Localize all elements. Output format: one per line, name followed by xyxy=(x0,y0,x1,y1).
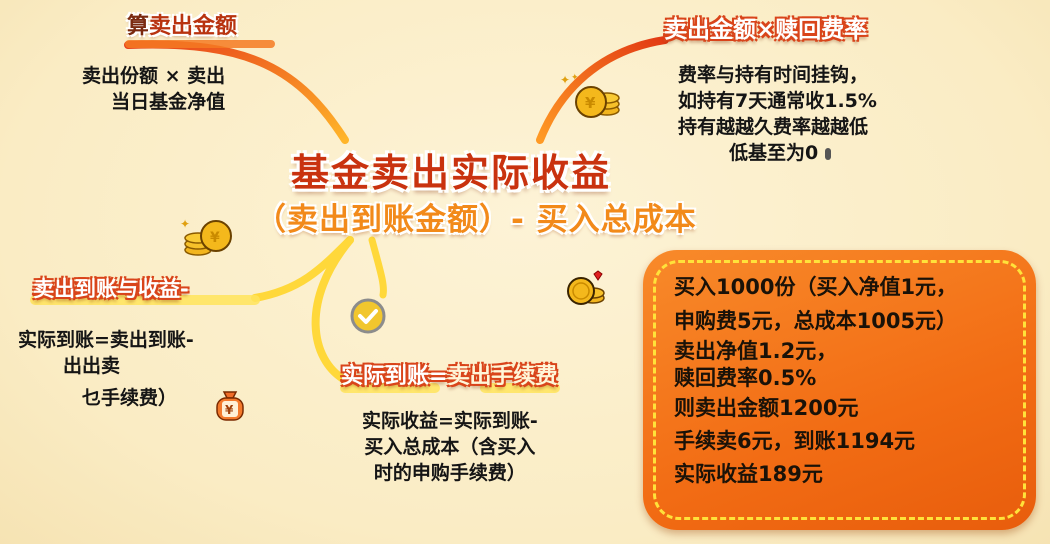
svg-text:✦: ✦ xyxy=(571,73,579,83)
node-proceeds-label: 卖出到账与收益- xyxy=(33,277,189,301)
svg-text:¥: ¥ xyxy=(225,403,234,417)
svg-text:¥: ¥ xyxy=(585,94,596,112)
title-formula: （卖出到账金额）- 买入总成本 xyxy=(255,202,697,238)
coin-stack-icon: ✦ ✦ ¥ xyxy=(560,73,620,118)
check-badge-icon xyxy=(350,298,386,334)
svg-text:¥: ¥ xyxy=(210,230,220,246)
title-main: 基金卖出实际收益 xyxy=(291,151,612,195)
node-redemption-fee-label: 卖出金额×赎回费率 xyxy=(664,17,868,43)
svg-text:✦: ✦ xyxy=(180,217,190,231)
highlight-bar xyxy=(30,295,260,305)
node-sell-amount-body: 卖出份额 × 卖出 当日基金净值 xyxy=(82,65,226,113)
node-sell-amount-label: 算卖出金额 xyxy=(127,14,238,39)
svg-text:✦: ✦ xyxy=(560,73,570,87)
node-actual-received-label: 实际到账=卖出手续费 xyxy=(341,364,558,389)
node-redemption-fee-body: 费率与持有时间挂钩， 如持有7天通常收1.5% 持有越越久费率越越低 低基至为0 xyxy=(678,64,877,164)
highlight-bar xyxy=(480,383,560,393)
coin-stack-icon: ✦ ¥ xyxy=(180,217,232,256)
dot-icon xyxy=(824,147,831,160)
coin-with-heart-icon xyxy=(567,270,605,305)
highlight-bar xyxy=(340,383,440,393)
highlight-bar xyxy=(125,40,275,48)
example-box: 买入1000份（买入净值1元， 申购费5元，总成本1005元） 卖出净值1.2元… xyxy=(643,250,1036,530)
dashed-border xyxy=(653,260,1026,520)
node-actual-received-body: 实际收益=实际到账- 买入总成本（含买入 时的申购手续费） xyxy=(362,410,538,484)
money-bag-icon: ¥ xyxy=(216,391,244,421)
example-lines: 买入1000份（买入净值1元， 申购费5元，总成本1005元） 卖出净值1.2元… xyxy=(674,275,958,486)
node-proceeds-body: 实际到账=卖出到账- 出出卖 乜手续费） xyxy=(18,329,194,409)
